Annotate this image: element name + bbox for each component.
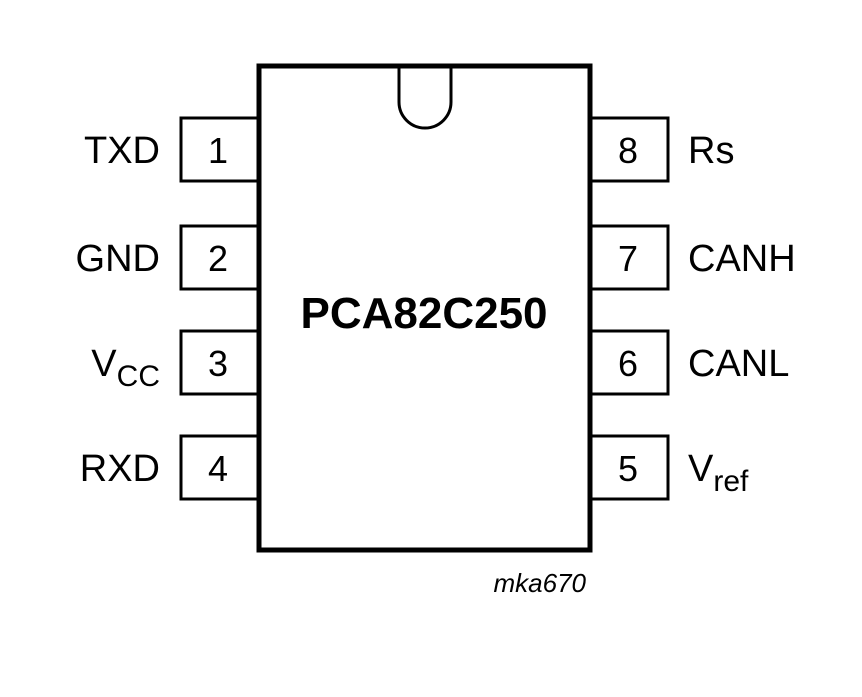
- pin-number: 3: [208, 343, 228, 384]
- pin-box: [592, 224, 670, 291]
- pin-label: Vref: [688, 448, 749, 498]
- pin-label: CANL: [688, 343, 789, 385]
- reference-code: mka670: [494, 568, 587, 598]
- orientation-notch: [397, 68, 453, 130]
- pin-label: RXD: [80, 448, 160, 490]
- pin-number: 2: [208, 238, 228, 279]
- pin-box: [179, 434, 257, 501]
- pin-7: 7 CANH: [592, 224, 796, 291]
- pin-6: 6 CANL: [592, 329, 789, 396]
- pin-label: VCC: [91, 343, 160, 393]
- pin-4: 4 RXD: [80, 434, 257, 501]
- pin-number: 1: [208, 130, 228, 171]
- pin-box: [179, 116, 257, 183]
- pin-number: 8: [618, 130, 638, 171]
- pin-label: TXD: [84, 130, 160, 172]
- pin-box: [592, 329, 670, 396]
- pin-8: 8 Rs: [592, 116, 734, 183]
- pin-box: [592, 434, 670, 501]
- pin-number: 7: [618, 238, 638, 279]
- pin-number: 4: [208, 448, 228, 489]
- pin-label: GND: [76, 238, 160, 280]
- pin-label: CANH: [688, 238, 796, 280]
- pin-box: [179, 329, 257, 396]
- chip-name: PCA82C250: [300, 289, 547, 338]
- pin-number: 6: [618, 343, 638, 384]
- pin-number: 5: [618, 448, 638, 489]
- pin-box: [592, 116, 670, 183]
- pin-label: Rs: [688, 130, 734, 172]
- chip-body: [256, 63, 593, 553]
- pin-5: 5 Vref: [592, 434, 749, 501]
- pin-1: 1 TXD: [84, 116, 257, 183]
- pin-3: 3 VCC: [91, 329, 257, 396]
- pin-box: [179, 224, 257, 291]
- pin-2: 2 GND: [76, 224, 257, 291]
